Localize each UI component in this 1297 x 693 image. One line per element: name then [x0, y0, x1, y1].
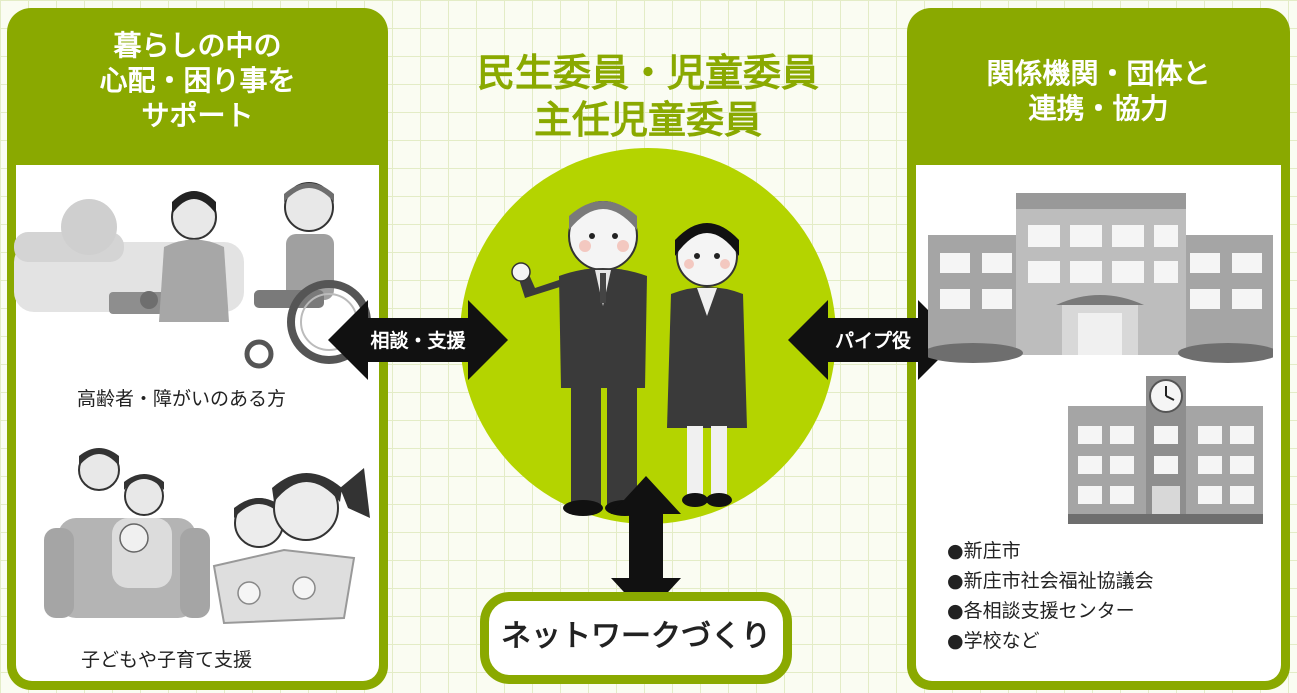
center-title-line2: 主任児童委員	[533, 97, 762, 142]
consultation-support-arrow: 相談・支援	[328, 300, 508, 380]
pipe-role-arrow: パイプ役	[788, 300, 958, 380]
elderly-care-illustration	[14, 182, 371, 369]
organization-item: ●新庄市	[947, 540, 1021, 562]
organization-list: ●新庄市 ●新庄市社会福祉協議会 ●各相談支援センター ●学校など	[947, 536, 1154, 656]
pipe-role-label: パイプ役	[835, 329, 911, 352]
left-panel-title: 暮らしの中の 心配・困り事を サポート	[99, 29, 296, 132]
center-title: 民生委員・児童委員 主任児童委員	[430, 50, 866, 143]
center-title-line1: 民生委員・児童委員	[476, 51, 819, 95]
organization-item: ●学校など	[947, 630, 1040, 652]
committee-members-illustration	[460, 148, 836, 524]
government-building-illustration	[928, 193, 1273, 363]
school-building-illustration	[1068, 376, 1263, 524]
organization-item: ●新庄市社会福祉協議会	[947, 570, 1154, 592]
network-arrow	[611, 476, 681, 616]
consultation-support-label: 相談・支援	[370, 329, 466, 352]
children-caption: 子どもや子育て支援	[81, 649, 253, 671]
network-building-label: ネットワークづくり	[501, 619, 771, 654]
right-panel-title: 関係機関・団体と 連携・協力	[986, 57, 1211, 125]
children-family-illustration	[44, 448, 370, 625]
organization-item: ●各相談支援センター	[947, 600, 1135, 622]
elderly-caption: 高齢者・障がいのある方	[77, 388, 287, 410]
network-building-box: ネットワークづくり	[480, 592, 792, 684]
